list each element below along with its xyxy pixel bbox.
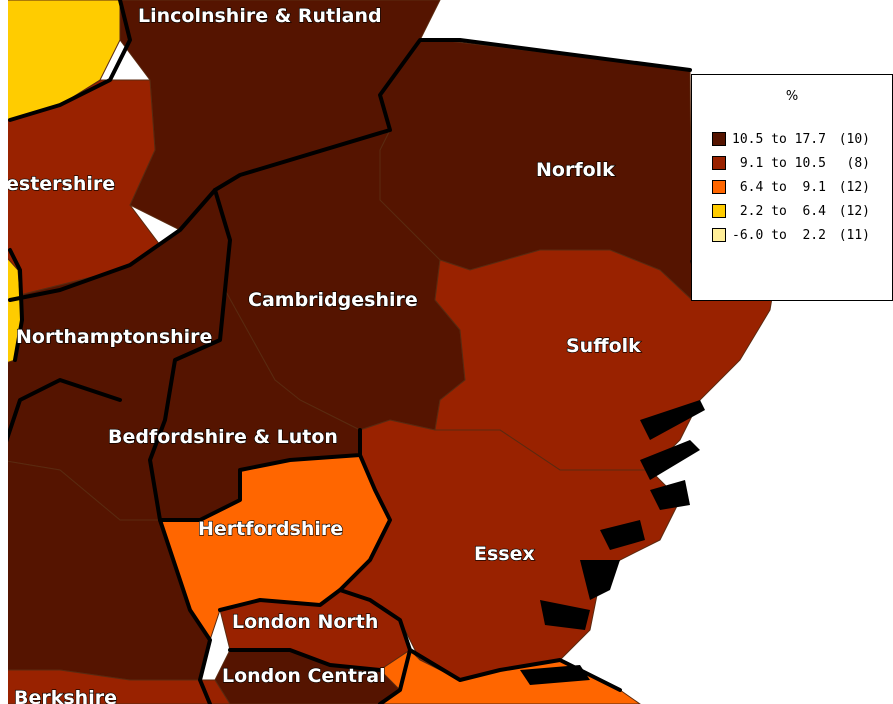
label-london-central: London Central — [222, 665, 386, 687]
region-suffolk[interactable] — [434, 249, 781, 471]
legend-count: (12) — [838, 203, 870, 219]
legend-range: 10.5 to 17.7 — [732, 131, 826, 147]
legend-item: 2.2 to 6.4 (12) — [712, 203, 870, 219]
label-hertfordshire: Hertfordshire — [198, 518, 343, 540]
legend-swatch — [712, 228, 726, 242]
label-northamptonshire: Northamptonshire — [16, 326, 212, 348]
legend-title: % — [785, 89, 799, 104]
legend-swatch — [712, 132, 726, 146]
label-lincolnshire: Lincolnshire & Rutland — [138, 5, 382, 27]
map-legend: % 10.5 to 17.7 (10) 9.1 to 10.5 (8) 6.4 … — [691, 74, 893, 301]
legend-item: -6.0 to 2.2 (11) — [712, 227, 870, 243]
legend-swatch — [712, 180, 726, 194]
region-berkshire[interactable] — [0, 669, 231, 704]
label-essex: Essex — [474, 543, 535, 565]
label-london-north: London North — [232, 611, 378, 633]
legend-range: 2.2 to 6.4 — [732, 203, 826, 219]
legend-range: 6.4 to 9.1 — [732, 179, 826, 195]
legend-count: (11) — [838, 227, 870, 243]
left-edge-strip — [0, 0, 8, 704]
label-bedfordshire-luton: Bedfordshire & Luton — [108, 426, 338, 448]
label-norfolk: Norfolk — [536, 159, 615, 181]
legend-swatch — [712, 156, 726, 170]
legend-item: 9.1 to 10.5 (8) — [712, 155, 870, 171]
coastline-estuaries — [520, 250, 780, 685]
legend-swatch — [712, 204, 726, 218]
legend-count: (12) — [838, 179, 870, 195]
label-leicestershire: estershire — [6, 173, 115, 195]
legend-count: (10) — [838, 131, 870, 147]
legend-item: 10.5 to 17.7 (10) — [712, 131, 870, 147]
legend-count: (8) — [846, 155, 870, 171]
legend-item: 6.4 to 9.1 (12) — [712, 179, 870, 195]
legend-range: 9.1 to 10.5 — [732, 155, 826, 171]
label-berkshire: Berkshire — [14, 687, 117, 704]
label-cambridgeshire: Cambridgeshire — [248, 289, 418, 311]
label-suffolk: Suffolk — [566, 335, 641, 357]
legend-range: -6.0 to 2.2 — [732, 227, 826, 243]
